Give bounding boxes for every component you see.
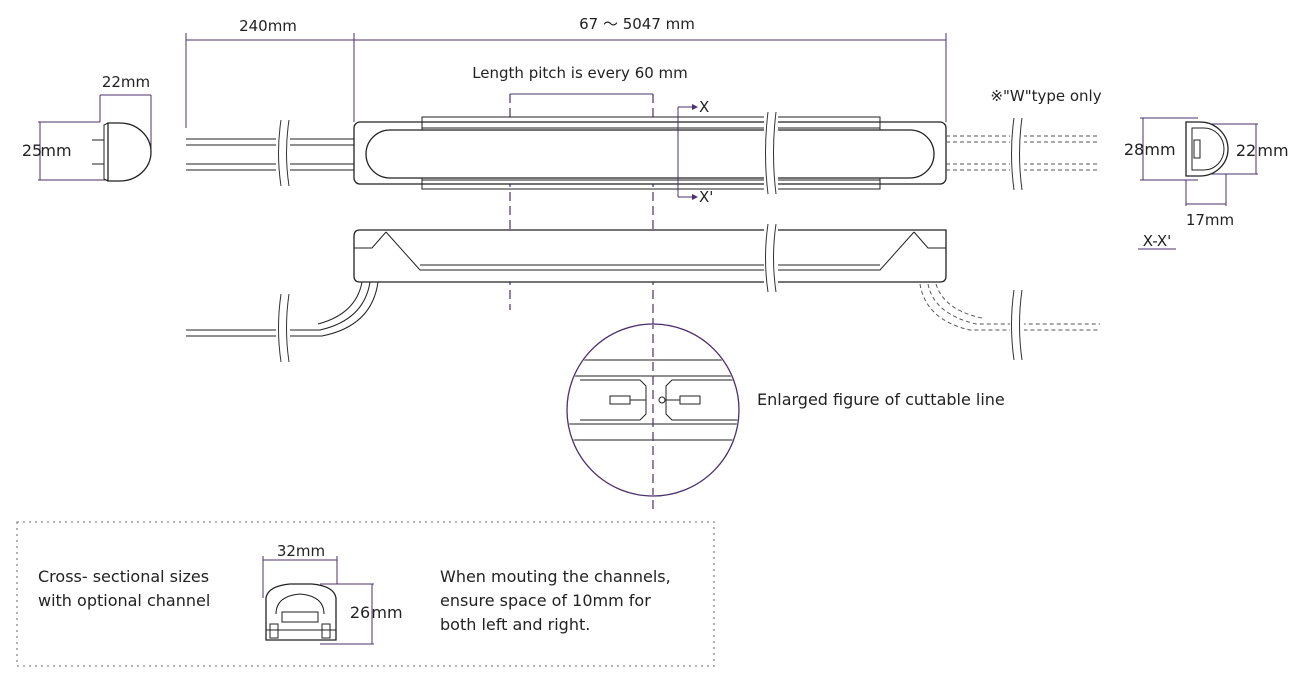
top-dimension-lines: [185, 33, 947, 128]
channel-height-value: 26: [350, 603, 370, 622]
enlarged-caption: Enlarged figure of cuttable line: [757, 390, 1005, 409]
section-height-value: 28: [1124, 140, 1144, 159]
length-pitch-label: Length pitch is every 60 mm: [472, 64, 688, 82]
strip-side-view: [186, 223, 1100, 363]
section-height-unit: mm: [1144, 140, 1175, 159]
channel-note-box: [16, 521, 715, 667]
enlarged-cut-detail: [566, 323, 740, 497]
lead-length-label: 240mm: [239, 17, 297, 35]
channel-note-title-line2: with optional channel: [38, 591, 210, 610]
section-width-unit: mm: [1257, 141, 1288, 160]
body-length-label: 67 ～ 5047 mm: [579, 15, 695, 33]
channel-instruction-line1: When mouting the channels,: [440, 567, 671, 586]
channel-instruction-line2: ensure space of 10mm for: [440, 591, 651, 610]
section-markers: [677, 104, 698, 200]
channel-cross-section: [262, 556, 374, 645]
end-view-cap: [38, 94, 152, 182]
section-x-x-view: [1138, 117, 1258, 250]
end-height-value: 25: [22, 141, 42, 160]
channel-height-unit: mm: [371, 603, 402, 622]
section-width-value: 22: [1236, 141, 1256, 160]
section-depth-label: 17mm: [1186, 211, 1234, 229]
strip-top-view: [186, 111, 1100, 195]
end-height-unit: mm: [40, 141, 71, 160]
end-width-label: 22mm: [102, 73, 150, 91]
w-type-note: ※"W"type only: [990, 87, 1101, 105]
section-x-x-label: X-X': [1143, 232, 1172, 250]
channel-width-label: 32mm: [277, 542, 325, 560]
channel-instruction-line3: both left and right.: [440, 615, 590, 634]
x-prime-marker: X': [699, 188, 713, 206]
x-marker: X: [699, 98, 709, 116]
channel-note-title-line1: Cross- sectional sizes: [38, 567, 209, 586]
